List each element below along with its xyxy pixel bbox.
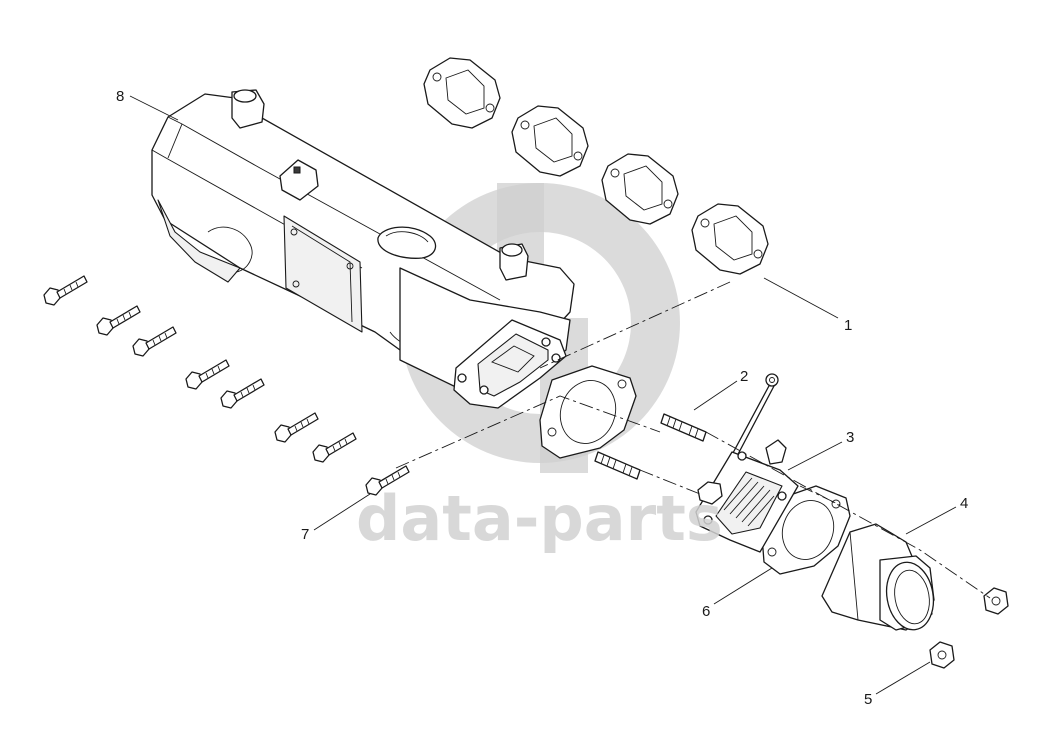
stud-2a [660,413,707,442]
bolt-8 [365,465,410,496]
gasket-1b [511,105,589,177]
bolt-3 [132,326,177,357]
callout-3: 3 [846,429,854,446]
bolt-5 [220,378,265,409]
callout-8: 8 [116,88,124,105]
gasket-1a [423,57,501,129]
bolt-2 [96,305,141,336]
callout-4: 4 [960,495,968,512]
bolt-7 [312,432,357,463]
callout-1: 1 [844,317,852,334]
stud-2b [594,451,641,480]
callout-7: 7 [301,526,309,543]
flange-gasket-6a [539,365,637,459]
callout-2: 2 [740,368,748,385]
sensor-block-part-3 [695,373,799,553]
bolts-part-7 [43,275,410,496]
callout-5: 5 [864,691,872,708]
watermark-text: data-parts [356,482,723,555]
gasket-part-1 [423,57,769,275]
bolt-6 [274,412,319,443]
studs-part-2 [594,413,707,480]
nut-5b [929,641,955,669]
elbow-pipe-part-4 [821,523,935,631]
gasket-1c [601,153,679,225]
bolt-1 [43,275,88,306]
gasket-1d [691,203,769,275]
assembly-axes [395,281,991,599]
callout-6: 6 [702,603,710,620]
bolt-4 [185,359,230,390]
nuts-part-5 [929,587,1009,669]
nut-5a [983,587,1009,615]
exhaust-manifold-part-8 [151,89,575,409]
callout-leaders [129,95,957,695]
